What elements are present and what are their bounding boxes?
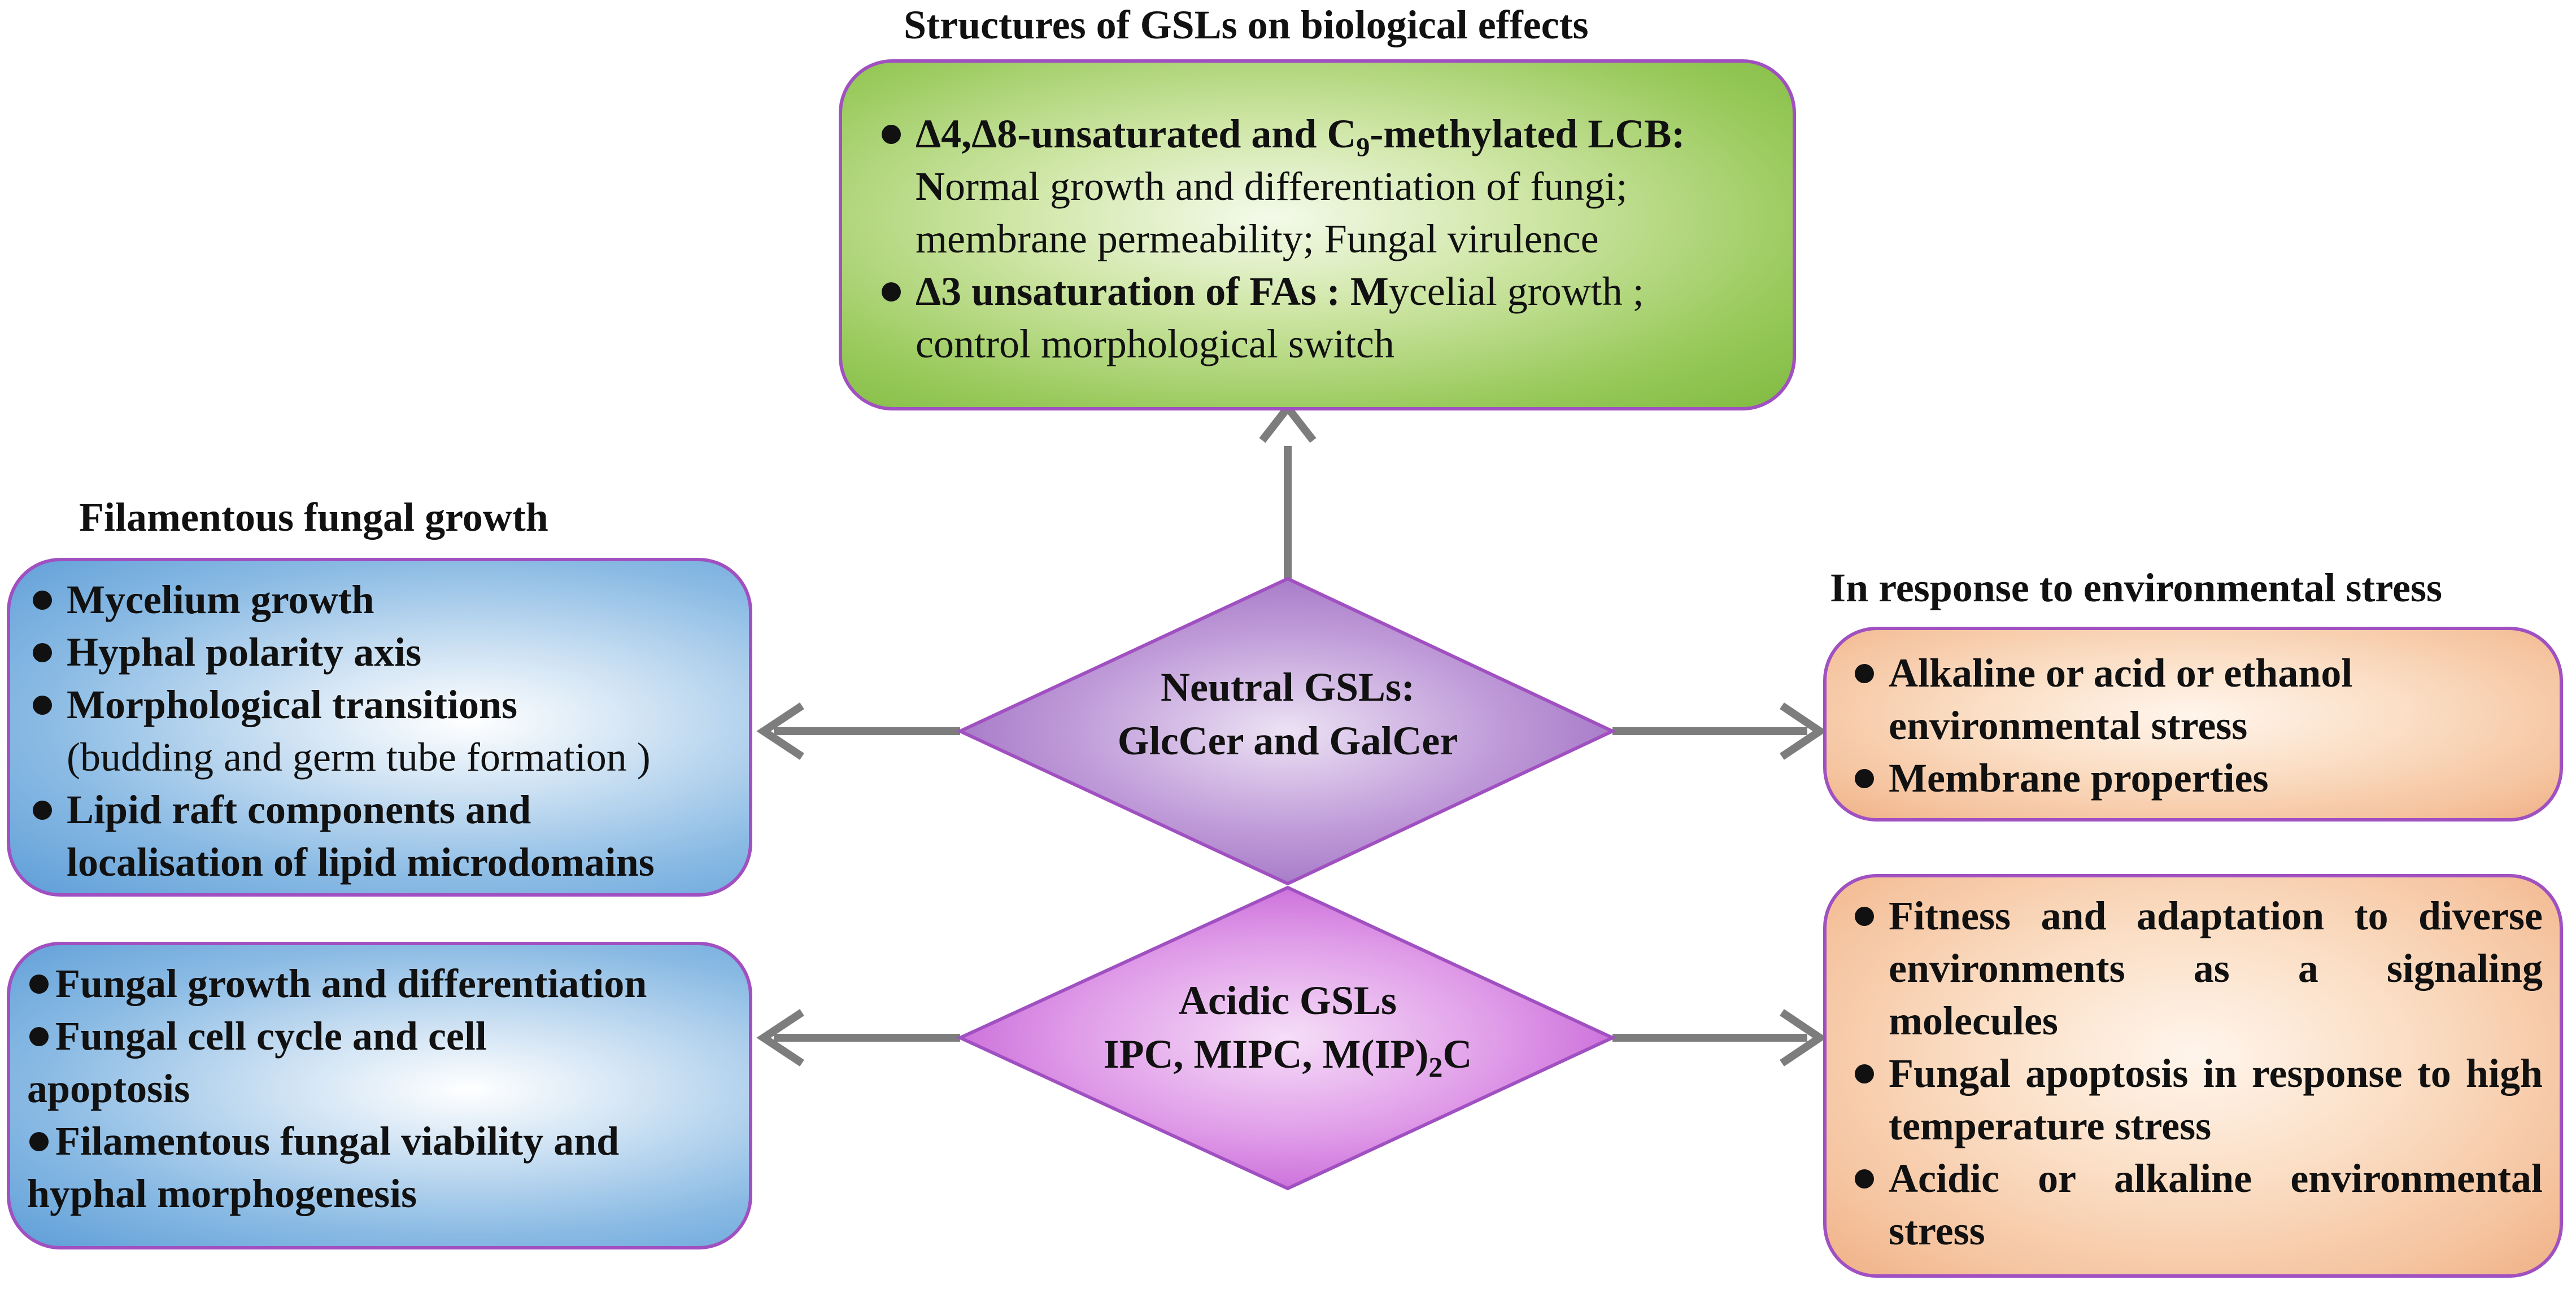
item-viability: Filamentous fungal viability and hyphal … (27, 1115, 738, 1220)
structures-box: Δ4,Δ8-unsaturated and C9-methylated LCB:… (839, 59, 1796, 410)
neutral-gsl-diamond (956, 576, 1617, 886)
structures-item-lcb: Δ4,Δ8-unsaturated and C9-methylated LCB:… (876, 108, 1770, 265)
neutral-stress-box: Alkaline or acid or ethanol environmenta… (1823, 627, 2563, 822)
arrow-acidic-left (756, 1009, 960, 1067)
arrow-neutral-left (756, 702, 960, 760)
item-fungal-growth: Fungal growth and differentiation (27, 958, 738, 1010)
acidic-gsl-label: Acidic GSLs IPC, MIPC, M(IP)2C (1103, 978, 1472, 1083)
item-hyphal-polarity: Hyphal polarity axis (27, 626, 738, 679)
item-acidic-alkaline: Acidic or alkaline environmental stress (1849, 1152, 2543, 1257)
item-membrane-properties: Membrane properties (1849, 752, 2543, 805)
lcb-heading: Δ4,Δ8-unsaturated and C9-methylated LCB: (916, 111, 1685, 163)
acidic-stress-box: Fitness and adaptation to diverse enviro… (1823, 874, 2563, 1278)
arrow-up (1259, 401, 1317, 579)
arrow-neutral-right (1612, 702, 1827, 760)
item-morphological: Morphological transitions (budding and g… (27, 679, 738, 784)
structures-heading: Structures of GSLs on biological effects (904, 2, 1589, 47)
acidic-filamentous-box: Fungal growth and differentiation Fungal… (7, 942, 752, 1249)
item-mycelium: Mycelium growth (27, 574, 738, 626)
neutral-gsl-label: Neutral GSLs: GlcCer and GalCer (1117, 665, 1458, 763)
item-fungal-apoptosis: Fungal apoptosis in response to high tem… (1849, 1047, 2543, 1152)
item-fitness-adaptation: Fitness and adaptation to diverse enviro… (1849, 890, 2543, 1047)
acidic-gsl-diamond (956, 885, 1617, 1191)
item-lipid-raft: Lipid raft components and localisation o… (27, 784, 738, 889)
arrow-acidic-right (1612, 1009, 1827, 1067)
item-alkaline-acid-ethanol: Alkaline or acid or ethanol environmenta… (1849, 647, 2543, 752)
morphological-note: (budding and germ tube formation ) (67, 735, 651, 780)
structures-item-fa: Δ3 unsaturation of FAs : Mycelial growth… (876, 265, 1770, 370)
neutral-filamentous-box: Mycelium growth Hyphal polarity axis Mor… (7, 558, 752, 897)
stress-heading: In response to environmental stress (1830, 565, 2443, 610)
filamentous-heading: Filamentous fungal growth (79, 495, 548, 540)
item-cell-cycle: Fungal cell cycle and cell apoptosis (27, 1010, 738, 1115)
